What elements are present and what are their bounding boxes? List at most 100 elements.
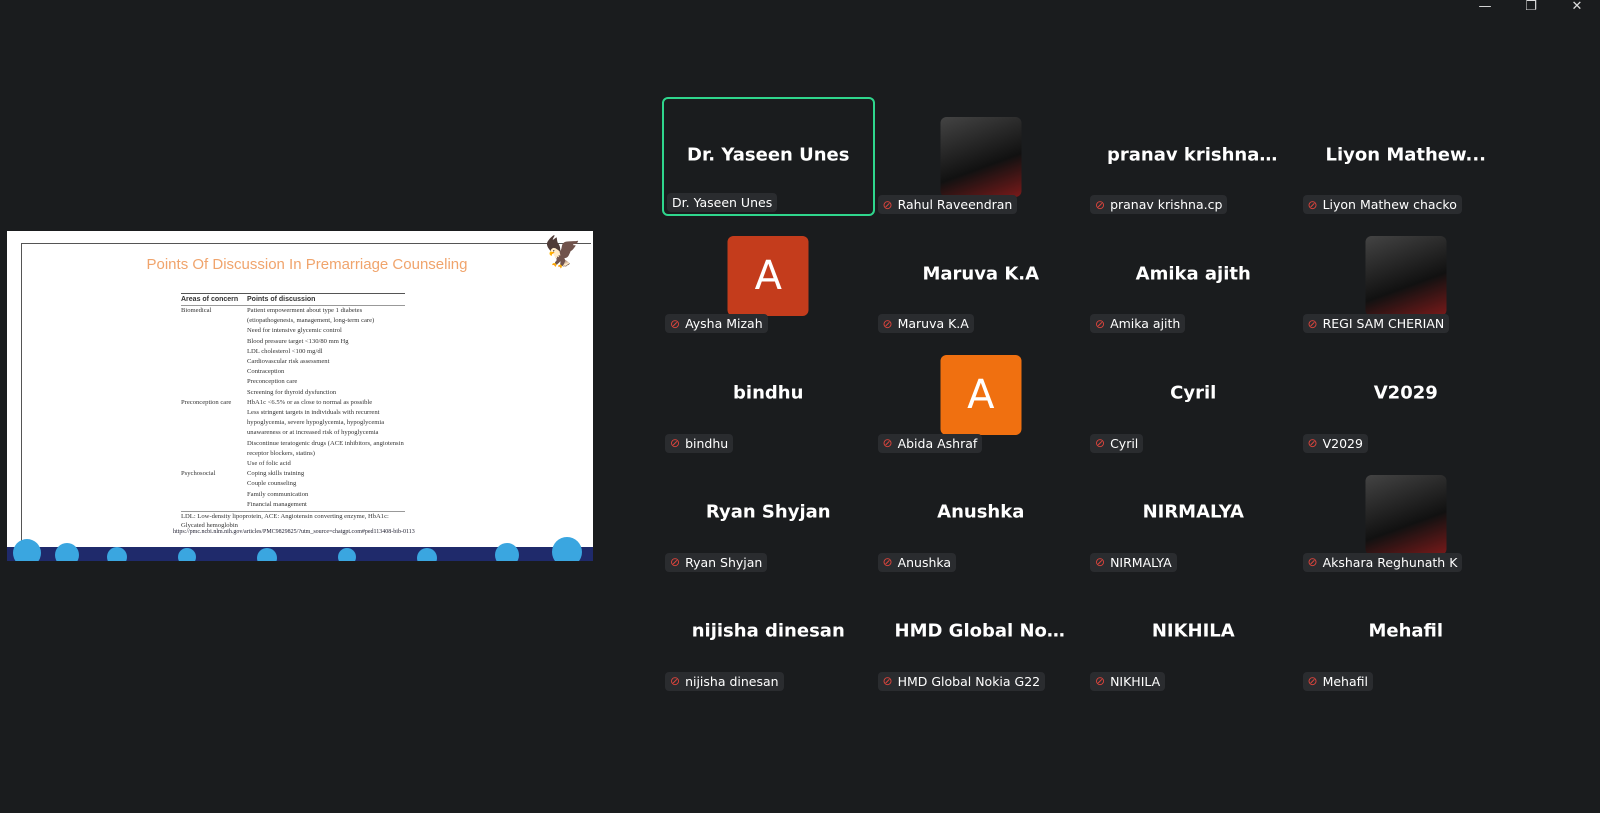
participant-tile[interactable]: nijisha dinesan⊘nijisha dinesan: [662, 574, 875, 693]
clouds-decoration: [7, 537, 593, 561]
minimize-button[interactable]: —: [1478, 0, 1492, 14]
point-cell: Cardiovascular risk assessment: [247, 358, 330, 366]
area-cell: [181, 377, 247, 387]
participant-tile[interactable]: V2029⊘V2029: [1300, 335, 1513, 454]
participant-display-name: NIRMALYA: [1142, 501, 1244, 523]
participant-name: NIKHILA: [1110, 673, 1161, 689]
participant-name: Akshara Reghunath K: [1322, 554, 1458, 570]
participant-display-name: Maruva K.A: [922, 263, 1040, 285]
mic-muted-icon: ⊘: [882, 674, 893, 689]
area-cell: [181, 439, 247, 459]
participant-avatar-photo: [1365, 474, 1447, 555]
participant-tile[interactable]: Mehafil⊘Mehafil: [1300, 574, 1513, 693]
close-button[interactable]: ✕: [1571, 0, 1583, 14]
table-row: Less stringent targets in individuals wi…: [181, 408, 405, 439]
participant-tile[interactable]: pranav krishna.cp⊘pranav krishna.cp: [1087, 97, 1300, 216]
participant-name-label: ⊘ Amika ajith: [1090, 314, 1186, 334]
participant-display-name: Mehafil: [1368, 620, 1444, 642]
participant-name: Amika ajith: [1110, 316, 1181, 332]
participant-tile[interactable]: Cyril⊘Cyril: [1087, 335, 1300, 454]
participant-name-label: ⊘ Abida Ashraf: [877, 433, 983, 453]
participant-tile[interactable]: Amika ajith ⊘ Amika ajith: [1087, 216, 1300, 335]
point-cell: Blood pressure target <130/80 mm Hg: [247, 337, 349, 345]
source-url: https://pmc.ncbi.nlm.nih.gov/articles/PM…: [173, 529, 415, 535]
participant-name-label: ⊘Maruva K.A: [877, 314, 974, 334]
participant-tile[interactable]: ⊘ Akshara Reghunath K: [1300, 455, 1513, 574]
participant-tile[interactable]: NIKHILA⊘NIKHILA: [1087, 574, 1300, 693]
participant-display-name: HMD Global No...: [894, 620, 1068, 642]
area-cell: [181, 337, 247, 347]
point-cell: Need for intensive glycemic control: [247, 327, 342, 335]
participant-name-label: ⊘Rahul Raveendran: [877, 195, 1018, 215]
participant-tile[interactable]: Anushka⊘Anushka: [875, 455, 1088, 574]
participant-display-name: Amika ajith: [1135, 263, 1251, 285]
participant-name: Aysha Mizah: [685, 316, 763, 332]
participant-tile[interactable]: ⊘Rahul Raveendran: [875, 97, 1088, 216]
table-row: Contraception: [181, 367, 405, 377]
participant-tile[interactable]: ⊘REGI SAM CHERIAN: [1300, 216, 1513, 335]
point-cell: Less stringent targets in individuals wi…: [247, 409, 385, 437]
participant-tile[interactable]: Ryan Shyjan⊘Ryan Shyjan: [662, 455, 875, 574]
point-cell: Couple counseling: [247, 480, 297, 488]
point-cell: Family communication: [247, 490, 309, 498]
table-row: Family communication: [181, 490, 405, 500]
mic-muted-icon: ⊘: [1095, 555, 1106, 570]
participant-display-name: nijisha dinesan: [691, 620, 845, 642]
point-cell: Screening for thyroid dysfunction: [247, 388, 337, 396]
participant-avatar-photo: [940, 117, 1022, 197]
participant-name-label: ⊘Cyril: [1090, 433, 1144, 453]
participant-name-label: ⊘V2029: [1302, 433, 1368, 453]
participant-display-name: V2029: [1373, 382, 1438, 404]
participant-tile[interactable]: bindhu⊘bindhu: [662, 335, 875, 454]
participant-name: bindhu: [685, 435, 729, 451]
slide-frame: [21, 243, 591, 543]
table-footnote: LDL: Low-density lipoprotein, ACE: Angio…: [181, 511, 405, 530]
area-cell: [181, 500, 247, 510]
table-row: Couple counseling: [181, 479, 405, 489]
participant-name: Abida Ashraf: [897, 435, 978, 451]
participant-name: REGI SAM CHERIAN: [1322, 316, 1445, 332]
point-cell: HbA1c <6.5% or as close to normal as pos…: [247, 398, 373, 406]
mic-muted-icon: ⊘: [1307, 197, 1318, 212]
table-row: LDL cholesterol <100 mg/dl: [181, 347, 405, 357]
participant-tile[interactable]: A ⊘ Abida Ashraf: [875, 335, 1088, 454]
participant-tile[interactable]: NIRMALYA⊘NIRMALYA: [1087, 455, 1300, 574]
participant-name-label: Dr. Yaseen Unes: [667, 193, 778, 213]
mic-muted-icon: ⊘: [882, 555, 893, 570]
participant-name: Mehafil: [1322, 673, 1368, 689]
point-cell: Coping skills training: [247, 470, 305, 478]
participant-avatar-photo: [1365, 236, 1447, 317]
mic-muted-icon: ⊘: [882, 436, 893, 451]
participant-name: V2029: [1322, 435, 1363, 451]
area-cell: [181, 367, 247, 377]
table-row: Preconception care: [181, 377, 405, 387]
mic-muted-icon: ⊘: [670, 555, 681, 570]
area-cell: [181, 347, 247, 357]
eagle-logo-icon: 🦅: [544, 235, 582, 270]
participant-tile[interactable]: A⊘Aysha Mizah: [662, 216, 875, 335]
restore-button[interactable]: ❐: [1525, 0, 1537, 14]
area-cell: [181, 490, 247, 500]
participant-name: nijisha dinesan: [685, 673, 779, 689]
participant-name-label: ⊘Anushka: [877, 552, 957, 572]
participant-display-name: Ryan Shyjan: [705, 501, 831, 523]
participant-name-label: ⊘REGI SAM CHERIAN: [1302, 314, 1450, 334]
area-cell: [181, 388, 247, 398]
participant-tile[interactable]: HMD Global No...⊘HMD Global Nokia G22: [875, 574, 1088, 693]
area-cell: [181, 408, 247, 439]
participant-tile[interactable]: Maruva K.A ⊘Maruva K.A: [875, 216, 1088, 335]
participant-avatar: A: [940, 355, 1022, 436]
mic-muted-icon: ⊘: [1307, 555, 1318, 570]
table-row: Use of folic acid: [181, 459, 405, 469]
point-cell: Contraception: [247, 368, 285, 376]
participant-tile[interactable]: Liyon Mathew...⊘Liyon Mathew chacko: [1300, 97, 1513, 216]
header-areas: Areas of concern: [181, 296, 239, 303]
header-points: Points of discussion: [247, 296, 316, 303]
mic-muted-icon: ⊘: [1095, 316, 1106, 331]
participant-avatar: A: [727, 236, 809, 317]
point-cell: Preconception care: [247, 378, 298, 386]
